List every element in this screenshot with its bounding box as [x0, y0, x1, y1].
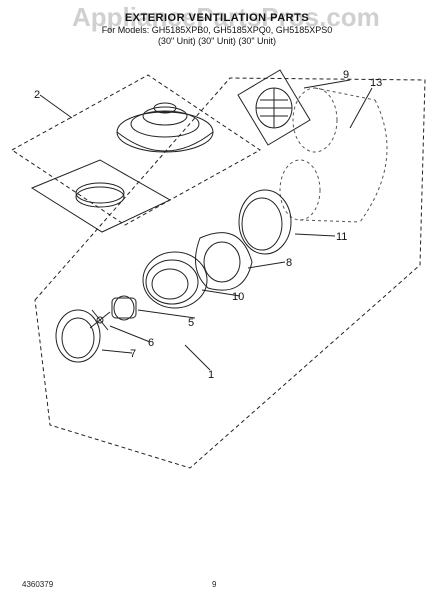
grille-ring — [55, 309, 101, 363]
motor-housing — [142, 251, 208, 309]
roof-flashing-plate — [30, 159, 172, 233]
units-line: (30" Unit) (30" Unit) (30" Unit) — [157, 36, 277, 46]
blower-housing — [195, 232, 253, 291]
callout-10: 10 — [232, 291, 244, 303]
page-number: 9 — [212, 580, 217, 589]
collar-ring — [238, 189, 292, 255]
document-number: 4360379 — [22, 580, 54, 589]
roof-cap — [116, 102, 214, 153]
duct — [279, 87, 388, 223]
watermark: AppliancePartsPros.com — [72, 2, 380, 32]
callout-13: 13 — [370, 77, 382, 89]
fan-blade — [89, 309, 111, 331]
assembly-group-outline — [34, 77, 426, 469]
callout-5: 5 — [188, 317, 194, 329]
callout-8: 8 — [286, 257, 292, 269]
callout-7: 7 — [130, 348, 136, 360]
callout-2: 2 — [34, 89, 40, 101]
callout-11: 11 — [336, 231, 347, 243]
leader-lines — [39, 79, 373, 371]
callout-1: 1 — [208, 369, 214, 381]
diagram-title: EXTERIOR VENTILATION PARTS — [124, 12, 310, 24]
models-line: For Models: GH5185XPB0, GH5185XPQ0, GH51… — [101, 25, 333, 35]
roof-cap-group-outline — [11, 74, 261, 226]
callout-9: 9 — [343, 69, 349, 81]
wall-grille — [237, 69, 311, 146]
motor — [111, 295, 137, 321]
callout-6: 6 — [148, 337, 154, 349]
